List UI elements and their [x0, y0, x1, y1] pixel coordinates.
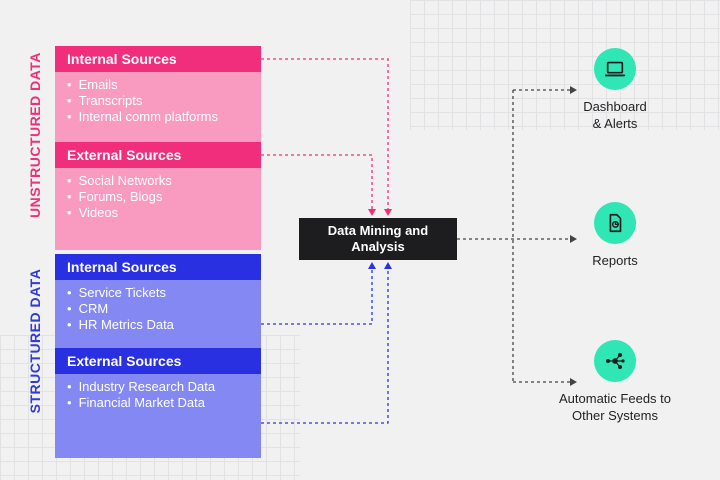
connector-unstructured-external — [261, 154, 373, 210]
unstructured-external-sources: External Sources Social Networks Forums,… — [55, 142, 261, 250]
list-item: Financial Market Data — [67, 395, 261, 411]
connector-structured-external — [261, 268, 389, 424]
center-line-1: Data Mining and — [327, 223, 429, 238]
connector-structured-internal — [261, 268, 373, 325]
list-item: Transcripts — [67, 93, 261, 109]
list-item: Industry Research Data — [67, 379, 261, 395]
box-body: Emails Transcripts Internal comm platfor… — [55, 72, 261, 154]
box-body: Industry Research Data Financial Market … — [55, 374, 261, 458]
list-item: Videos — [67, 205, 261, 221]
box-title: External Sources — [55, 142, 261, 168]
list-item: Emails — [67, 77, 261, 93]
structured-internal-sources: Internal Sources Service Tickets CRM HR … — [55, 254, 261, 362]
output-label-line: Automatic Feeds to — [559, 391, 671, 406]
list-item: Internal comm platforms — [67, 109, 261, 125]
network-icon — [606, 353, 625, 369]
box-title: Internal Sources — [55, 46, 261, 72]
output-label-line: Other Systems — [572, 408, 658, 423]
dashboard-alerts-label: Dashboard & Alerts — [555, 98, 675, 132]
connector-unstructured-internal — [261, 58, 389, 210]
dashboard-icon-circle — [594, 48, 636, 90]
list-item: CRM — [67, 301, 261, 317]
output-label-line: Dashboard — [583, 99, 647, 114]
box-body: Social Networks Forums, Blogs Videos — [55, 168, 261, 250]
laptop-icon — [604, 61, 626, 77]
feeds-icon-circle — [594, 340, 636, 382]
structured-external-sources: External Sources Industry Research Data … — [55, 348, 261, 458]
output-label-line: Reports — [592, 253, 638, 268]
arrow-head-structured-external — [384, 262, 392, 269]
arrow-head-unstructured-external — [368, 209, 376, 216]
list-item: Forums, Blogs — [67, 189, 261, 205]
arrow-head-reports — [570, 235, 577, 243]
background-grid-top-right — [410, 0, 720, 130]
data-mining-analysis-box: Data Mining and Analysis — [299, 218, 457, 260]
automatic-feeds-label: Automatic Feeds to Other Systems — [540, 390, 690, 424]
list-item: HR Metrics Data — [67, 317, 261, 333]
list-item: Social Networks — [67, 173, 261, 189]
arrow-head-dashboard — [570, 86, 577, 94]
box-title: Internal Sources — [55, 254, 261, 280]
reports-label: Reports — [555, 252, 675, 269]
arrow-head-unstructured-internal — [384, 209, 392, 216]
reports-icon-circle — [594, 202, 636, 244]
center-line-2: Analysis — [351, 239, 405, 254]
list-item: Service Tickets — [67, 285, 261, 301]
report-icon — [609, 213, 622, 233]
unstructured-internal-sources: Internal Sources Emails Transcripts Inte… — [55, 46, 261, 154]
arrow-head-structured-internal — [368, 262, 376, 269]
arrow-head-feeds — [570, 378, 577, 386]
box-title: External Sources — [55, 348, 261, 374]
output-label-line: & Alerts — [592, 116, 638, 131]
